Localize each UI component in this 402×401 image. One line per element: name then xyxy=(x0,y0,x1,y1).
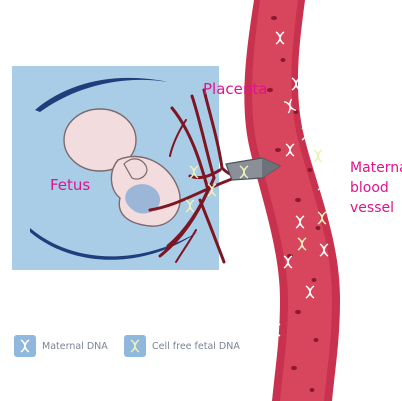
maternal-dna-legend-icon xyxy=(14,335,36,357)
vessel-label-line-1: Maternal xyxy=(350,158,402,178)
legend-maternal-dna: Maternal DNA xyxy=(14,334,108,358)
fetus-label: Fetus xyxy=(50,176,90,194)
fetal-dna-legend-icon xyxy=(124,335,146,357)
legend-fetal-dna: Cell free fetal DNA xyxy=(124,334,240,358)
placenta-label: Placenta xyxy=(203,80,267,98)
vessel-label-line-2: blood xyxy=(350,178,402,198)
fetal-dna-legend-label: Cell free fetal DNA xyxy=(152,341,240,352)
maternal-blood-vessel-label: Maternal blood vessel xyxy=(350,158,402,218)
maternal-dna-legend-label: Maternal DNA xyxy=(42,341,108,352)
vessel-label-line-3: vessel xyxy=(350,198,402,218)
